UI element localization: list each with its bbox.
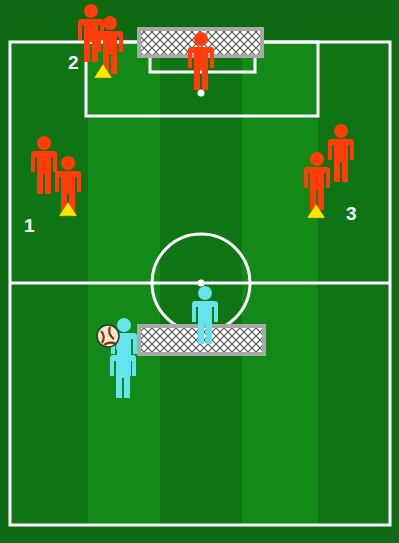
cone bbox=[94, 64, 112, 78]
centre-spot bbox=[198, 280, 205, 287]
touch-line bbox=[10, 42, 390, 525]
callout-number: 1 bbox=[24, 216, 35, 235]
red-players bbox=[31, 4, 354, 214]
goalkeeper bbox=[188, 32, 214, 90]
callout-number: 2 bbox=[68, 53, 79, 72]
ball-pattern bbox=[101, 327, 116, 345]
cones bbox=[59, 64, 325, 218]
cone bbox=[307, 204, 325, 218]
ball bbox=[97, 325, 119, 347]
player bbox=[304, 152, 330, 210]
player bbox=[31, 136, 57, 194]
grass-stripes bbox=[10, 42, 390, 525]
cyan-players bbox=[110, 286, 218, 398]
ball bbox=[97, 325, 119, 347]
player bbox=[328, 124, 354, 182]
player bbox=[97, 16, 123, 74]
penalty-spot bbox=[198, 90, 205, 97]
player bbox=[110, 340, 136, 398]
callout-number: 3 bbox=[346, 204, 357, 223]
cone bbox=[59, 202, 77, 216]
pitch-lines bbox=[10, 42, 390, 525]
player bbox=[192, 286, 218, 344]
